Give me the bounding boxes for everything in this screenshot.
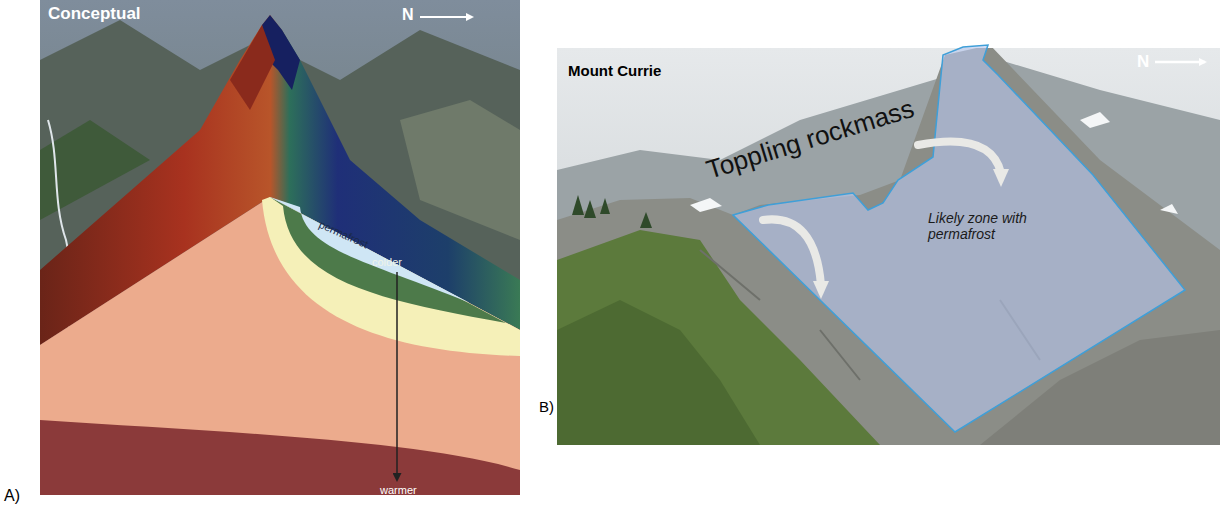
layer-label: warmer bbox=[380, 484, 417, 497]
layer-label: colder bbox=[372, 256, 402, 269]
north-label: N bbox=[1137, 52, 1149, 72]
zone-heading: Toppling rockmass bbox=[703, 94, 918, 186]
panel-title: Mount Currie bbox=[568, 62, 661, 79]
panel-letter: B) bbox=[539, 398, 554, 415]
north-label: N bbox=[402, 6, 414, 24]
zone-note: Likely zone with permafrost bbox=[928, 210, 1048, 242]
permafrost-zone: Toppling rockmassLikely zone with permaf… bbox=[733, 45, 1188, 437]
panel-letter: A) bbox=[4, 487, 20, 505]
panel-title: Conceptual bbox=[48, 4, 141, 24]
